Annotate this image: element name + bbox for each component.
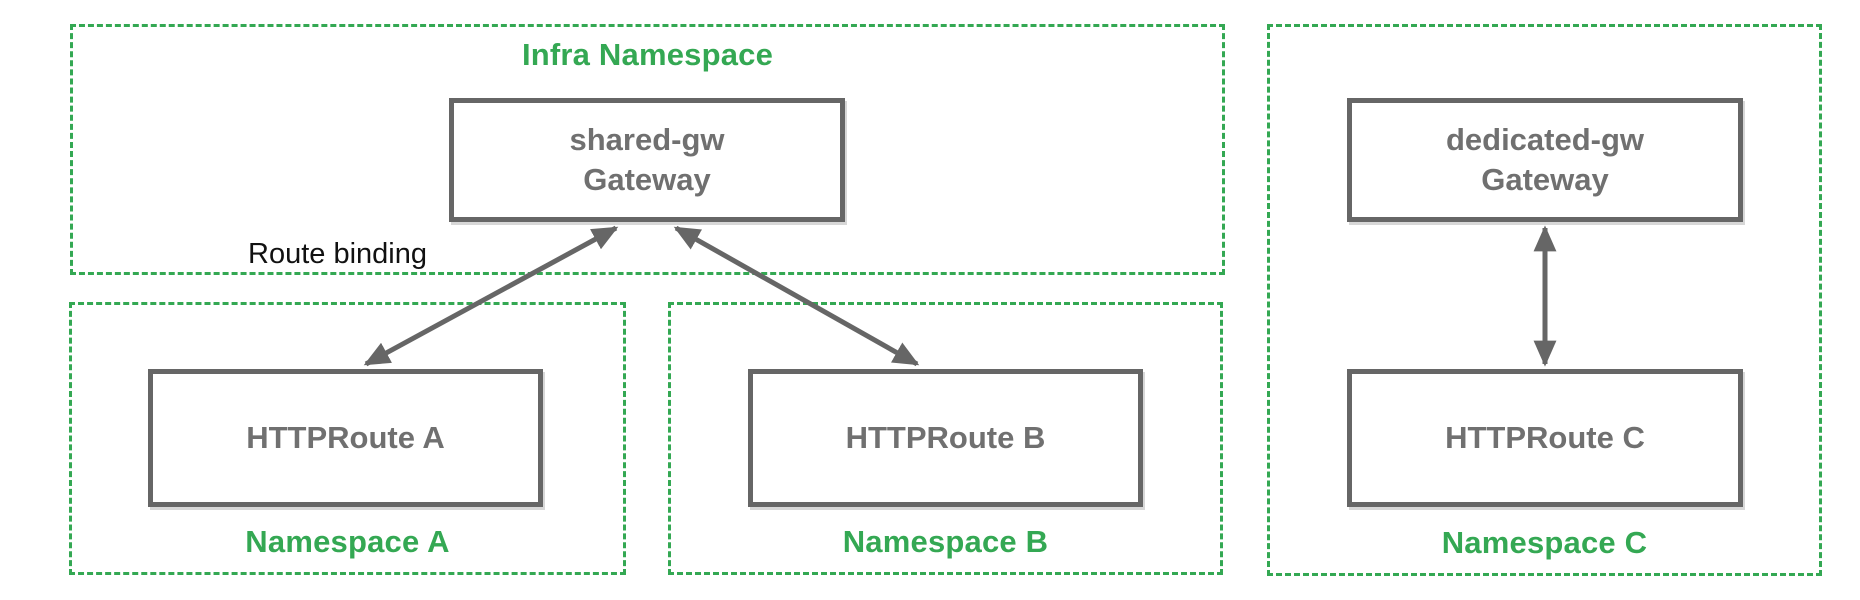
namespace-a-label: Namespace A [245,524,450,559]
dedicated-gw-gateway-kind: Gateway [1481,162,1609,197]
route-binding-label: Route binding [248,238,427,270]
shared-gw-gateway-name: shared-gw [569,122,725,157]
namespace-b-box: Namespace B [668,302,1223,575]
shared-gw-gateway-kind: Gateway [583,162,711,197]
infra-namespace-box: Infra Namespace [70,24,1225,275]
httproute-a-node: HTTPRoute A [148,369,543,507]
infra-namespace-label: Infra Namespace [521,37,774,72]
namespace-b-label: Namespace B [842,524,1049,559]
namespace-c-label: Namespace C [1441,525,1648,560]
dedicated-gw-gateway-name: dedicated-gw [1445,122,1645,157]
httproute-b-label: HTTPRoute B [845,420,1046,455]
shared-gw-gateway-node: shared-gw Gateway [449,98,845,222]
httproute-a-label: HTTPRoute A [246,420,445,455]
namespace-c-box: Namespace C [1267,24,1822,576]
httproute-c-label: HTTPRoute C [1445,420,1645,455]
httproute-b-node: HTTPRoute B [748,369,1143,507]
namespace-a-box: Namespace A [69,302,626,575]
httproute-c-node: HTTPRoute C [1347,369,1743,507]
dedicated-gw-gateway-node: dedicated-gw Gateway [1347,98,1743,222]
